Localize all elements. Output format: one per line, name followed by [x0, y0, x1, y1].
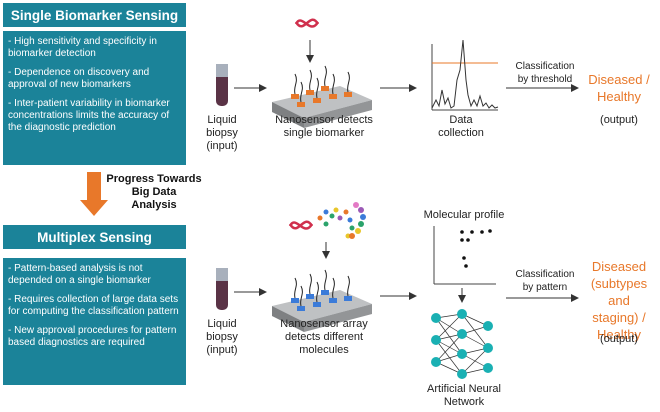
molecular-profile-label: Molecular profile [423, 209, 505, 221]
liquid-biopsy-label: Liquid biopsy (input) [206, 318, 238, 356]
nanosensor-chip [272, 65, 372, 128]
multiplex-sensing-panel: - Pattern-based analysis is not depended… [3, 258, 186, 385]
protein-icon [349, 202, 366, 239]
output-label: (output) [600, 333, 638, 345]
data-plot [431, 39, 499, 111]
result-label: Diseased / Healthy [588, 72, 650, 104]
neural-network-diagram [431, 309, 493, 379]
result-label: Diseased (subtypes and staging) / Health… [590, 259, 648, 342]
molecular-profile-plot [433, 226, 496, 285]
output-label: (output) [600, 114, 638, 126]
data-collection-label: Data collection [438, 114, 484, 139]
progress-label: Progress Towards Big Data Analysis [106, 173, 202, 211]
classification-threshold-label: Classification by threshold [515, 61, 575, 85]
multiplex-bullet: - New approval procedures for pattern ba… [8, 325, 177, 348]
vial-icon [216, 268, 228, 310]
nanosensor-array-chip [272, 269, 372, 332]
classification-pattern-label: Classification by pattern [515, 269, 575, 293]
single-bullet: - High sensitivity and specificity in bi… [8, 36, 157, 59]
single-sensing-header: Single Biomarker Sensing [3, 3, 186, 27]
molecule-icon [317, 207, 355, 239]
dna-icon [288, 220, 314, 230]
nanosensor-label: Nanosensor detects single biomarker [275, 114, 373, 139]
vial-icon [216, 64, 228, 106]
dna-icon [294, 18, 320, 28]
progress-arrow [80, 172, 108, 216]
multiplex-bullet: - Pattern-based analysis is not depended… [8, 263, 151, 286]
liquid-biopsy-label: Liquid biopsy (input) [206, 114, 238, 152]
single-bullet: - Inter-patient variability in biomarker… [8, 98, 170, 133]
nanosensor-array-label: Nanosensor array detects different molec… [280, 318, 368, 356]
single-bullet: - Dependence on discovery and approval o… [8, 67, 150, 90]
single-sensing-panel: - High sensitivity and specificity in bi… [3, 31, 186, 165]
multiplex-sensing-header: Multiplex Sensing [3, 225, 186, 249]
ann-label: Artificial Neural Network [427, 383, 501, 408]
multiplex-bullet: - Requires collection of large data sets… [8, 294, 179, 317]
